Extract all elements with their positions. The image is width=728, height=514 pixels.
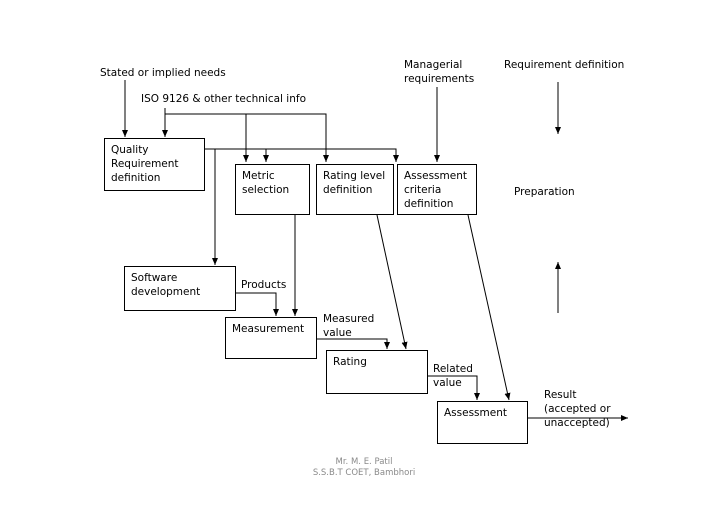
rating-level-definition-text: Rating level definition [323, 170, 386, 196]
result-label: Result (accepted or unaccepted) [544, 389, 611, 429]
author-footer: Mr. M. E. Patil S.S.B.T COET, Bambhori [312, 457, 416, 478]
arrow-rating-level-to-rating [376, 214, 408, 350]
metric-selection-text: Metric selection [242, 170, 290, 196]
preparation-label: Preparation [514, 186, 575, 198]
metric-selection-box: Metric selection [235, 164, 310, 215]
measured-value-label: Measured value [323, 313, 375, 339]
arrow-criteria-to-assessment [467, 214, 511, 401]
quality-requirement-text: Quality Requirement definition [111, 144, 179, 184]
arrow-rating-to-assessment [428, 375, 480, 400]
arrow-iso-to-rating-level [165, 113, 329, 162]
requirement-definition-label: Requirement definition [504, 59, 625, 71]
measurement-box: Measurement [225, 317, 317, 359]
assessment-text: Assessment [444, 407, 507, 419]
software-development-text: Software development [131, 272, 201, 298]
quality-requirement-box: Quality Requirement definition [104, 138, 205, 191]
arrow-software-to-measurement [236, 292, 279, 316]
iso-info-label: ISO 9126 & other technical info [141, 93, 306, 105]
arrow-quality-to-assessment-criteria [205, 148, 399, 162]
assessment-criteria-box: Assessment criteria definition [397, 164, 477, 215]
assessment-criteria-text: Assessment criteria definition [404, 170, 467, 210]
software-development-box: Software development [124, 266, 236, 311]
rating-box: Rating [326, 350, 428, 394]
rating-text: Rating [333, 356, 367, 368]
related-value-label: Related value [433, 363, 473, 389]
assessment-box: Assessment [437, 401, 528, 444]
managerial-requirements-label: Managerial requirements [404, 59, 475, 85]
rating-level-definition-box: Rating level definition [316, 164, 394, 215]
arrow-measurement-to-rating [317, 338, 390, 349]
measurement-text: Measurement [232, 323, 305, 335]
products-label: Products [241, 279, 287, 291]
stated-needs-label: Stated or implied needs [100, 67, 226, 79]
